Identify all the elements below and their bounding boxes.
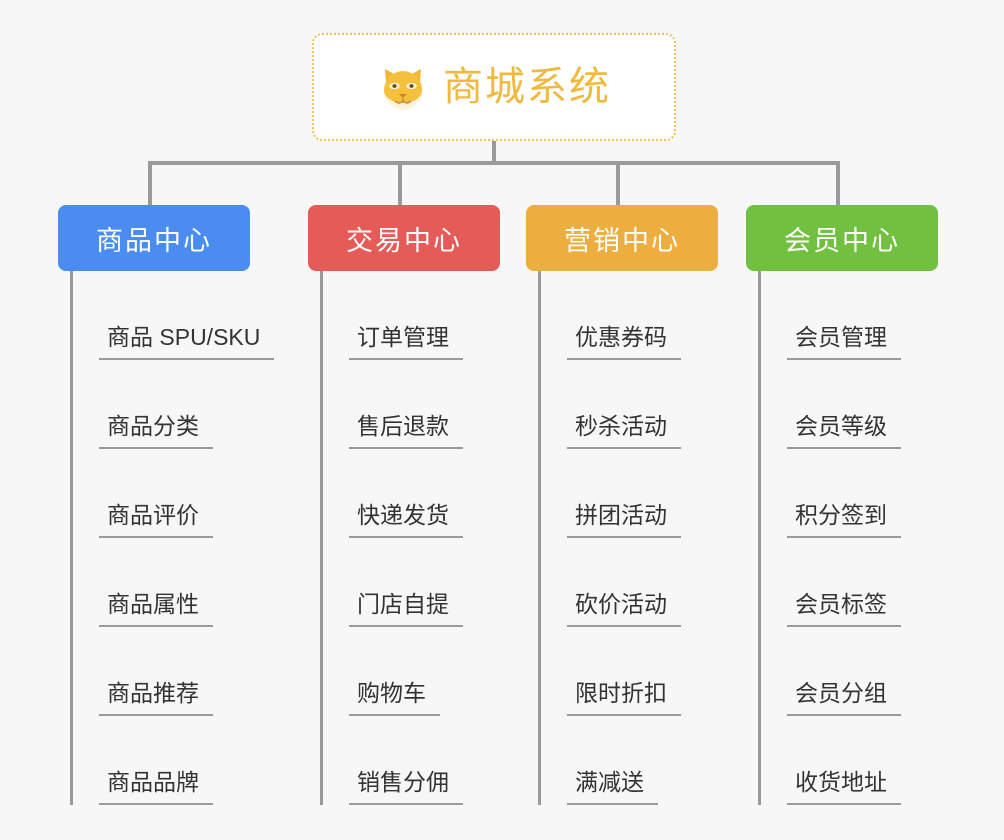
leaf-label: 售后退款 bbox=[349, 412, 463, 449]
list-item[interactable]: 售后退款 bbox=[323, 360, 500, 449]
list-item[interactable]: 会员等级 bbox=[761, 360, 938, 449]
leaf-label: 秒杀活动 bbox=[567, 412, 681, 449]
list-item[interactable]: 购物车 bbox=[323, 627, 500, 716]
leaf-label: 商品评价 bbox=[99, 501, 213, 538]
list-item[interactable]: 商品品牌 bbox=[73, 716, 250, 805]
connector-root-stem bbox=[492, 141, 496, 165]
leaf-label: 销售分佣 bbox=[349, 768, 463, 805]
root-node[interactable]: 商城系统 bbox=[312, 33, 676, 141]
leaf-label: 订单管理 bbox=[349, 323, 463, 360]
leaf-label: 门店自提 bbox=[349, 590, 463, 627]
list-item[interactable]: 订单管理 bbox=[323, 271, 500, 360]
leaf-label: 优惠券码 bbox=[567, 323, 681, 360]
leaf-label: 会员管理 bbox=[787, 323, 901, 360]
category-box-3[interactable]: 营销中心 bbox=[526, 205, 718, 271]
leaf-label: 限时折扣 bbox=[567, 679, 681, 716]
list-item[interactable]: 商品推荐 bbox=[73, 627, 250, 716]
list-item[interactable]: 满减送 bbox=[541, 716, 718, 805]
leaf-label: 会员分组 bbox=[787, 679, 901, 716]
category-box-1[interactable]: 商品中心 bbox=[58, 205, 250, 271]
list-item[interactable]: 销售分佣 bbox=[323, 716, 500, 805]
list-item[interactable]: 会员分组 bbox=[761, 627, 938, 716]
connector-drop-2 bbox=[398, 161, 402, 205]
list-item[interactable]: 砍价活动 bbox=[541, 538, 718, 627]
leaf-label: 商品推荐 bbox=[99, 679, 213, 716]
root-title: 商城系统 bbox=[443, 65, 611, 109]
leaf-label: 购物车 bbox=[349, 679, 440, 716]
connector-drop-1 bbox=[148, 161, 152, 205]
list-item[interactable]: 商品评价 bbox=[73, 449, 250, 538]
leaf-list-2: 订单管理 售后退款 快递发货 门店自提 购物车 销售分佣 bbox=[320, 271, 500, 805]
shiba-dog-icon bbox=[377, 61, 429, 113]
leaf-label: 商品属性 bbox=[99, 590, 213, 627]
leaf-label: 商品分类 bbox=[99, 412, 213, 449]
leaf-label: 商品 SPU/SKU bbox=[99, 323, 275, 360]
connector-drop-4 bbox=[836, 161, 840, 205]
leaf-label: 拼团活动 bbox=[567, 501, 681, 538]
leaf-label: 快递发货 bbox=[349, 501, 463, 538]
list-item[interactable]: 限时折扣 bbox=[541, 627, 718, 716]
list-item[interactable]: 优惠券码 bbox=[541, 271, 718, 360]
category-box-4[interactable]: 会员中心 bbox=[746, 205, 938, 271]
connector-drop-3 bbox=[616, 161, 620, 205]
leaf-label: 会员标签 bbox=[787, 590, 901, 627]
list-item[interactable]: 快递发货 bbox=[323, 449, 500, 538]
leaf-list-3: 优惠券码 秒杀活动 拼团活动 砍价活动 限时折扣 满减送 bbox=[538, 271, 718, 805]
leaf-label: 砍价活动 bbox=[567, 590, 681, 627]
category-column-4: 会员中心 会员管理 会员等级 积分签到 会员标签 会员分组 收货地址 bbox=[746, 205, 938, 805]
list-item[interactable]: 商品 SPU/SKU bbox=[73, 271, 275, 360]
list-item[interactable]: 秒杀活动 bbox=[541, 360, 718, 449]
category-column-2: 交易中心 订单管理 售后退款 快递发货 门店自提 购物车 销售分佣 bbox=[308, 205, 500, 805]
leaf-label: 收货地址 bbox=[787, 768, 901, 805]
list-item[interactable]: 会员标签 bbox=[761, 538, 938, 627]
connector-horizontal-bar bbox=[148, 161, 840, 165]
list-item[interactable]: 门店自提 bbox=[323, 538, 500, 627]
leaf-label: 商品品牌 bbox=[99, 768, 213, 805]
list-item[interactable]: 拼团活动 bbox=[541, 449, 718, 538]
category-box-2[interactable]: 交易中心 bbox=[308, 205, 500, 271]
leaf-label: 会员等级 bbox=[787, 412, 901, 449]
list-item[interactable]: 积分签到 bbox=[761, 449, 938, 538]
list-item[interactable]: 商品属性 bbox=[73, 538, 250, 627]
leaf-list-1: 商品 SPU/SKU 商品分类 商品评价 商品属性 商品推荐 商品品牌 bbox=[70, 271, 275, 805]
category-column-3: 营销中心 优惠券码 秒杀活动 拼团活动 砍价活动 限时折扣 满减送 bbox=[526, 205, 718, 805]
list-item[interactable]: 商品分类 bbox=[73, 360, 250, 449]
leaf-list-4: 会员管理 会员等级 积分签到 会员标签 会员分组 收货地址 bbox=[758, 271, 938, 805]
leaf-label: 满减送 bbox=[567, 768, 658, 805]
list-item[interactable]: 收货地址 bbox=[761, 716, 938, 805]
list-item[interactable]: 会员管理 bbox=[761, 271, 938, 360]
leaf-label: 积分签到 bbox=[787, 501, 901, 538]
category-column-1: 商品中心 商品 SPU/SKU 商品分类 商品评价 商品属性 商品推荐 商品品牌 bbox=[58, 205, 275, 805]
